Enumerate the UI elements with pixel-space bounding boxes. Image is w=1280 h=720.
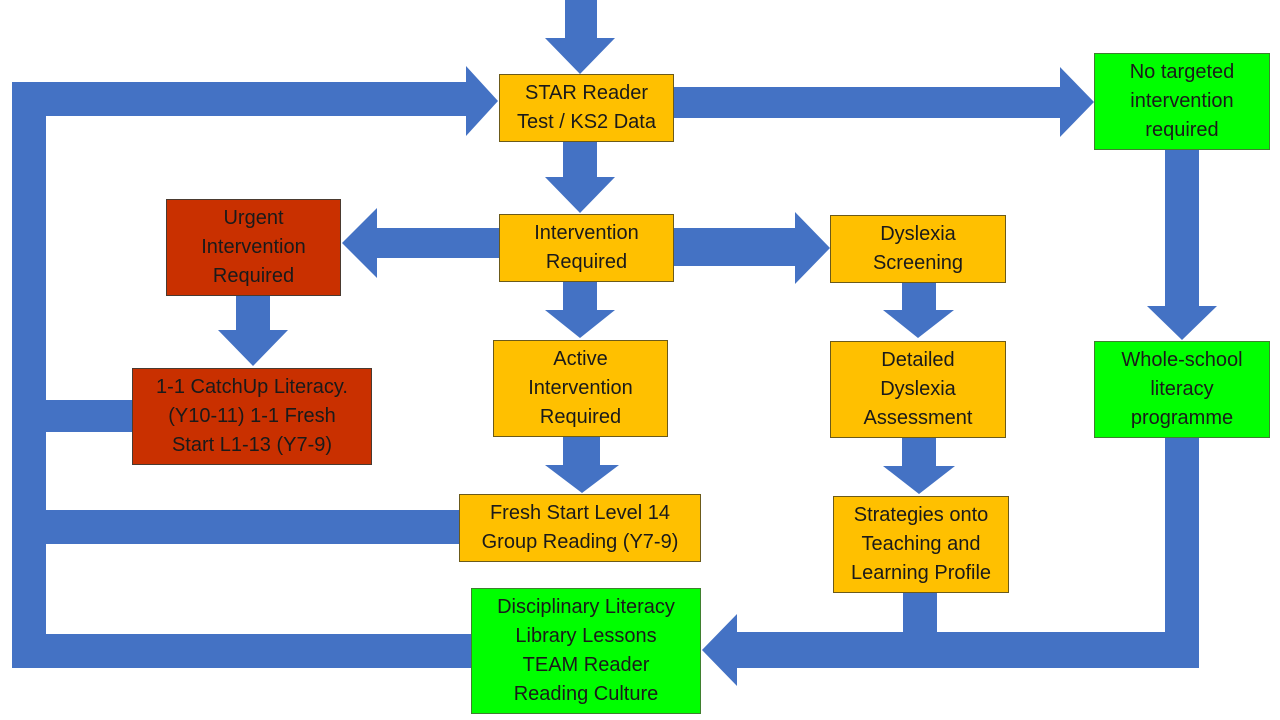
feedback-from-fresh-start [46,510,460,544]
disciplinary-literacy-box: Disciplinary Literacy Library Lessons TE… [471,588,701,714]
arrow-star-to-no-targeted [674,67,1094,137]
intervention-required-box: Intervention Required [499,214,674,282]
urgent-label: Urgent Intervention Required [201,207,306,287]
arrow-active-to-fresh-start [545,437,619,493]
whole-school-box: Whole-school literacy programme [1094,341,1270,438]
urgent-box: Urgent Intervention Required [166,199,341,296]
fresh-start-14-label: Fresh Start Level 14 Group Reading (Y7-9… [481,502,679,553]
arrow-urgent-to-catchup [218,296,288,366]
arrow-star-to-intervention [545,142,615,213]
no-targeted-box: No targeted intervention required [1094,53,1270,150]
active-intervention-box: Active Intervention Required [493,340,668,437]
no-targeted-label: No targeted intervention required [1129,61,1235,141]
disciplinary-literacy-label: Disciplinary Literacy Library Lessons TE… [497,596,675,705]
dyslexia-screening-box: Dyslexia Screening [830,215,1006,283]
arrow-feedback-to-star [12,66,498,136]
arrow-dyslexia-to-detailed [883,283,954,338]
strategies-label: Strategies onto Teaching and Learning Pr… [850,504,992,584]
arrow-intervention-to-urgent [342,208,499,278]
arrow-no-targeted-to-whole-school [1147,150,1217,340]
detailed-assessment-box: Detailed Dyslexia Assessment [830,341,1006,438]
strategies-box: Strategies onto Teaching and Learning Pr… [833,496,1009,593]
feedback-from-disciplinary [12,634,472,668]
catchup-box: 1-1 CatchUp Literacy. (Y10-11) 1-1 Fresh… [132,368,372,465]
feedback-rail-left [12,82,46,668]
arrow-detailed-to-strategies [883,438,955,494]
connector-strategies-down [903,592,937,634]
catchup-label: 1-1 CatchUp Literacy. (Y10-11) 1-1 Fresh… [156,376,348,456]
detailed-assessment-label: Detailed Dyslexia Assessment [863,349,973,429]
intervention-required-label: Intervention Required [534,222,639,273]
arrow-intervention-to-active [545,282,615,338]
whole-school-label: Whole-school literacy programme [1121,349,1243,429]
arrow-to-disciplinary [702,438,1199,686]
dyslexia-screening-label: Dyslexia Screening [872,223,964,274]
star-reader-label: STAR Reader Test / KS2 Data [517,82,656,133]
arrow-intervention-to-dyslexia [674,212,830,284]
fresh-start-14-box: Fresh Start Level 14 Group Reading (Y7-9… [459,494,701,562]
feedback-from-catchup [46,400,133,432]
active-intervention-label: Active Intervention Required [528,348,633,428]
arrow-entry [545,0,615,74]
star-reader-box: STAR Reader Test / KS2 Data [499,74,674,142]
